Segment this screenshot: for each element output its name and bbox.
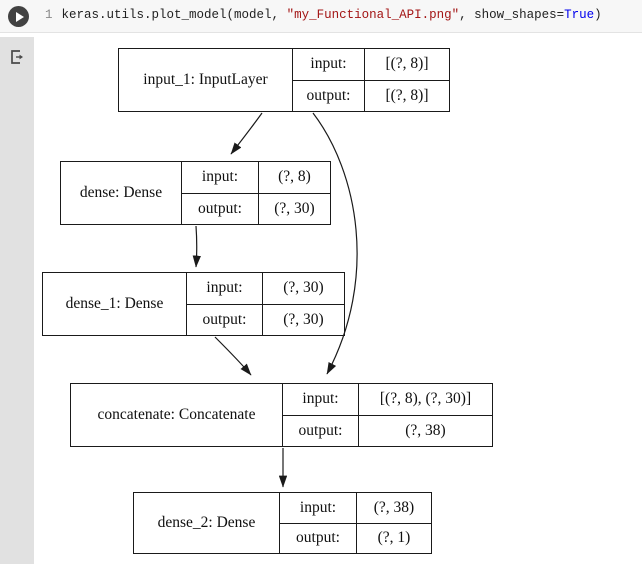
code-token-string: "my_Functional_API.png" bbox=[286, 8, 460, 22]
io-label-output: output: bbox=[280, 523, 357, 553]
io-value-output: (?, 38) bbox=[405, 421, 446, 439]
io-value-input: (?, 30) bbox=[283, 279, 324, 297]
play-icon bbox=[15, 11, 24, 22]
io-label-input: input: bbox=[187, 273, 263, 304]
io-value-output: [(?, 8)] bbox=[385, 86, 429, 104]
layer-node-dense: dense: Dense input: (?, 8) output: (?, 3… bbox=[60, 161, 331, 225]
edge-input-1-to-dense bbox=[230, 112, 263, 155]
io-value-input: (?, 38) bbox=[373, 498, 415, 516]
run-cell-button[interactable] bbox=[8, 6, 29, 27]
io-value-input: (?, 8) bbox=[278, 168, 311, 186]
io-label-output: output: bbox=[283, 415, 359, 446]
io-label-output: output: bbox=[293, 80, 365, 111]
io-value-input: [(?, 8)] bbox=[385, 55, 429, 73]
layer-node-input-1: input_1: InputLayer input: [(?, 8)] outp… bbox=[118, 48, 450, 112]
line-number: 1 bbox=[45, 8, 53, 22]
layer-name: concatenate: Concatenate bbox=[71, 384, 283, 446]
code-token-keyword: True bbox=[564, 8, 595, 22]
io-label-output: output: bbox=[187, 304, 263, 335]
edge-dense-to-dense-1 bbox=[192, 225, 202, 268]
layer-node-dense-2: dense_2: Dense input: (?, 38) output: (?… bbox=[133, 492, 432, 554]
io-value-output: (?, 1) bbox=[377, 529, 411, 547]
layer-node-dense-1: dense_1: Dense input: (?, 30) output: (?… bbox=[42, 272, 345, 336]
code-editor-line[interactable]: 1 keras.utils.plot_model(model, "my_Funct… bbox=[45, 8, 602, 22]
io-value-input: [(?, 8), (?, 30)] bbox=[379, 390, 472, 408]
io-label-input: input: bbox=[182, 162, 259, 193]
io-label-input: input: bbox=[283, 384, 359, 415]
layer-name: dense_2: Dense bbox=[134, 493, 280, 553]
layer-name: dense_1: Dense bbox=[43, 273, 187, 335]
layer-name: dense: Dense bbox=[61, 162, 182, 224]
code-cell: 1 keras.utils.plot_model(model, "my_Funct… bbox=[0, 0, 642, 33]
layer-name: input_1: InputLayer bbox=[119, 49, 293, 111]
io-label-input: input: bbox=[293, 49, 365, 80]
io-value-output: (?, 30) bbox=[283, 310, 324, 328]
output-gutter[interactable] bbox=[0, 37, 34, 564]
code-token: ) bbox=[594, 8, 602, 22]
io-label-input: input: bbox=[280, 493, 357, 523]
io-label-output: output: bbox=[182, 193, 259, 224]
layer-node-concatenate: concatenate: Concatenate input: [(?, 8),… bbox=[70, 383, 493, 447]
edge-dense-1-to-concatenate bbox=[214, 336, 252, 376]
code-token: , show_shapes= bbox=[459, 8, 565, 22]
code-token: keras.utils.plot_model(model, bbox=[61, 8, 287, 22]
cell-output-icon bbox=[11, 50, 23, 64]
io-value-output: (?, 30) bbox=[274, 199, 315, 217]
